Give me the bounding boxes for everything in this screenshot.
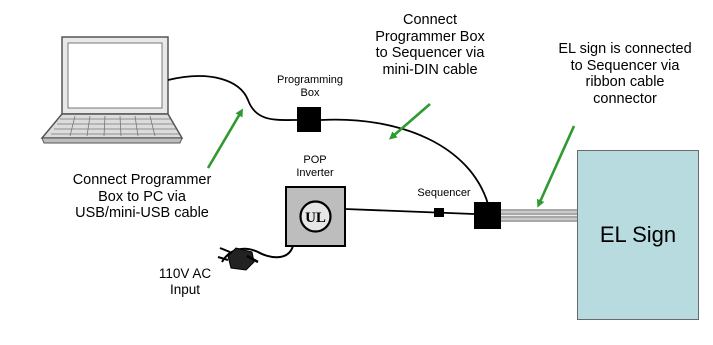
label-power-input: 110V AC Input — [158, 266, 212, 297]
inline-connector — [434, 208, 444, 217]
inverter-cable — [344, 208, 475, 215]
label-programmer-to-sequencer: Connect Programmer Box to Sequencer via … — [375, 12, 485, 79]
ul-mark-text: UL — [305, 210, 326, 226]
power-plug-icon — [217, 247, 259, 271]
label-programmer-to-pc: Connect Programmer Box to PC via USB/min… — [72, 172, 212, 222]
ul-mark-icon — [299, 200, 332, 233]
arrow-to-ribbon-cable — [536, 125, 576, 208]
pop-inverter: UL — [285, 186, 346, 247]
mini-din-cable — [320, 118, 489, 205]
laptop-icon — [40, 36, 184, 144]
ribbon-cable — [501, 209, 578, 222]
arrow-to-usb-cable — [206, 108, 244, 169]
green-arrows — [206, 103, 576, 208]
label-programming-box: Programming Box — [276, 74, 344, 99]
el-sign: EL Sign — [577, 150, 699, 320]
label-sequencer: Sequencer — [417, 187, 471, 199]
sequencer-box — [474, 202, 501, 229]
programming-box — [297, 107, 321, 132]
arrow-to-mini-din-cable — [388, 103, 431, 140]
usb-cable — [167, 75, 299, 121]
label-el-sign-connection: EL sign is connected to Sequencer via ri… — [558, 41, 692, 108]
label-pop-inverter: POP Inverter — [296, 154, 334, 179]
el-sign-label: EL Sign — [599, 222, 677, 247]
